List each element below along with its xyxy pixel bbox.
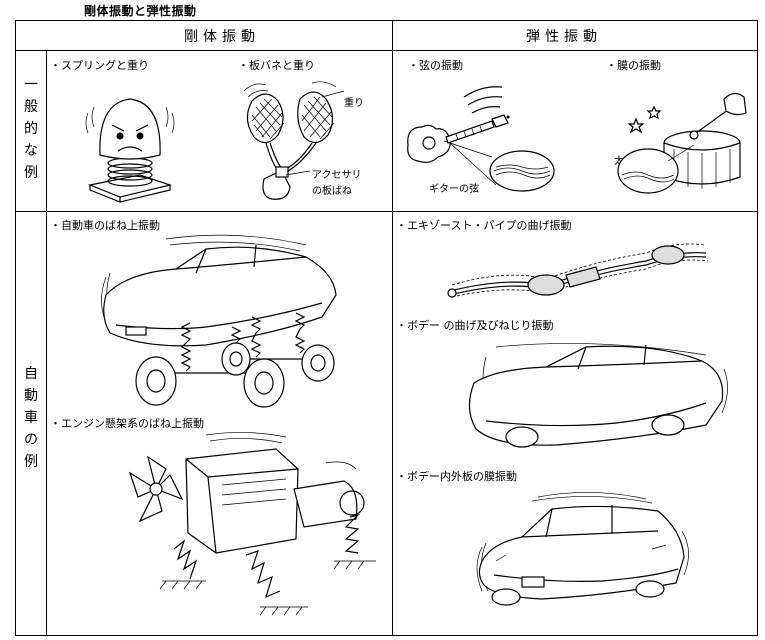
- label-string-vibration: ・弦の振動: [408, 59, 463, 72]
- row-label-car: 自 動 車 の 例: [21, 363, 41, 473]
- row-label-char: 例: [24, 165, 38, 181]
- label-accessory-1: アクセサリ: [312, 170, 362, 181]
- engine-mount-illustration: [128, 432, 376, 616]
- column-divider: [392, 21, 393, 636]
- header-elastic: 弾性振動: [526, 29, 602, 45]
- row-label-char: 自: [24, 366, 38, 382]
- row-label-general: 一 般 的 な 例: [21, 74, 41, 184]
- label-panel-membrane: ・ボデー内外板の膜振動: [396, 470, 517, 483]
- car-sprung-illustration: [101, 234, 337, 408]
- drum-illustration: [617, 92, 747, 194]
- panel-membrane-car-illustration: [476, 492, 689, 606]
- label-membrane-vibration: ・膜の振動: [606, 59, 661, 72]
- label-engine-mount-vibration: ・エンジン懸架系のばね上振動: [50, 417, 204, 430]
- row-label-char: 般: [24, 99, 38, 115]
- row-label-char: 車: [24, 410, 38, 426]
- label-accessory-2: の板ばね: [312, 186, 352, 197]
- row-label-char: 的: [24, 121, 38, 137]
- row-label-divider: [46, 50, 47, 636]
- label-body-bending-torsion: ・ボデー の曲げ及びねじり振動: [396, 319, 554, 332]
- vibration-table: 剛体振動 弾性振動 一 般 的 な 例 自 動 車 の 例 ・スプリングと重り …: [15, 20, 758, 636]
- body-bending-car-illustration: [468, 343, 728, 448]
- label-spring-mass: ・スプリングと重り: [50, 59, 149, 72]
- row-label-char: 一: [24, 77, 38, 93]
- row-label-char: の: [24, 432, 38, 448]
- page-title: 剛体振動と弾性振動: [84, 4, 197, 18]
- row-divider: [16, 211, 757, 212]
- label-sprung-vibration: ・自動車のばね上振動: [50, 219, 160, 232]
- label-weight: 重り: [344, 98, 364, 109]
- spring-mass-illustration: [85, 98, 175, 203]
- row-label-char: 例: [24, 454, 38, 470]
- exhaust-pipe-illustration: [447, 243, 709, 298]
- leaf-spring-illustration: [243, 81, 345, 200]
- header-divider: [16, 50, 757, 51]
- row-label-char: 動: [24, 388, 38, 404]
- label-leaf-spring-mass: ・板バネと重り: [238, 59, 315, 72]
- guitar-illustration: [407, 86, 555, 192]
- row-label-char: な: [24, 143, 38, 159]
- header-rigid: 剛体振動: [184, 29, 260, 45]
- label-exhaust-bending: ・エキゾースト・パイプの曲げ振動: [396, 219, 572, 232]
- label-guitar-string: ギターの弦: [429, 184, 479, 195]
